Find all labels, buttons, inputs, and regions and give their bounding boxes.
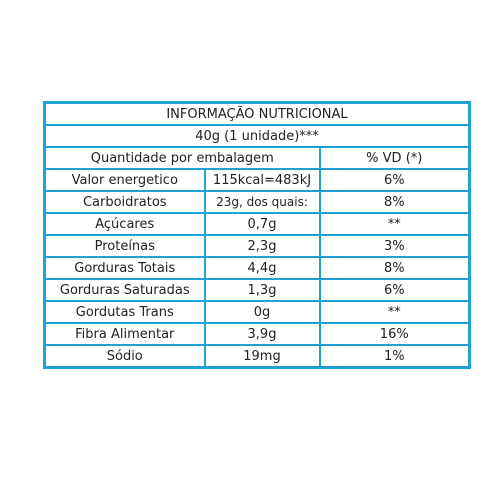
- nutrient-name: Valor energetico: [43, 168, 206, 192]
- nutrient-name: Gorduras Totais: [43, 256, 206, 280]
- nutrient-vd: **: [318, 212, 471, 236]
- nutrition-facts-table: INFORMAÇÃO NUTRICIONAL 40g (1 unidade)**…: [43, 101, 472, 369]
- table-row: Sódio 19mg 1%: [43, 344, 471, 369]
- nutrient-vd: 8%: [318, 190, 471, 214]
- nutrient-vd: 6%: [318, 168, 471, 192]
- serving-size: 40g (1 unidade)***: [43, 124, 471, 148]
- nutrient-vd: 3%: [318, 234, 471, 258]
- table-row: Carboidratos 23g, dos quais: 8%: [43, 190, 471, 214]
- nutrient-amount: 3,9g: [203, 322, 321, 346]
- nutrient-name: Carboidratos: [43, 190, 206, 214]
- table-title: INFORMAÇÃO NUTRICIONAL: [43, 101, 471, 126]
- nutrient-amount: 0,7g: [203, 212, 321, 236]
- quantity-header: Quantidade por embalagem: [43, 146, 321, 170]
- nutrient-amount: 115kcal=483kJ: [203, 168, 321, 192]
- table-row: Gordutas Trans 0g **: [43, 300, 471, 324]
- nutrient-vd: **: [318, 300, 471, 324]
- nutrient-name: Proteínas: [43, 234, 206, 258]
- table-row: Gorduras Totais 4,4g 8%: [43, 256, 471, 280]
- nutrient-name: Gordutas Trans: [43, 300, 206, 324]
- vd-header: % VD (*): [318, 146, 471, 170]
- table-row: Proteínas 2,3g 3%: [43, 234, 471, 258]
- nutrient-name: Fibra Alimentar: [43, 322, 206, 346]
- title-row: INFORMAÇÃO NUTRICIONAL: [43, 101, 471, 126]
- nutrient-name: Gorduras Saturadas: [43, 278, 206, 302]
- nutrient-amount: 19mg: [203, 344, 321, 369]
- nutrient-name: Açúcares: [43, 212, 206, 236]
- nutrient-amount: 4,4g: [203, 256, 321, 280]
- table-row: Valor energetico 115kcal=483kJ 6%: [43, 168, 471, 192]
- nutrient-vd: 1%: [318, 344, 471, 369]
- serving-row: 40g (1 unidade)***: [43, 124, 471, 148]
- table-row: Gorduras Saturadas 1,3g 6%: [43, 278, 471, 302]
- nutrient-name: Sódio: [43, 344, 206, 369]
- nutrient-vd: 16%: [318, 322, 471, 346]
- table-row: Açúcares 0,7g **: [43, 212, 471, 236]
- nutrient-amount: 0g: [203, 300, 321, 324]
- nutrient-amount: 1,3g: [203, 278, 321, 302]
- table-row: Fibra Alimentar 3,9g 16%: [43, 322, 471, 346]
- nutrient-vd: 8%: [318, 256, 471, 280]
- header-row: Quantidade por embalagem % VD (*): [43, 146, 471, 170]
- nutrient-amount: 2,3g: [203, 234, 321, 258]
- nutrient-vd: 6%: [318, 278, 471, 302]
- nutrient-amount: 23g, dos quais:: [203, 190, 321, 214]
